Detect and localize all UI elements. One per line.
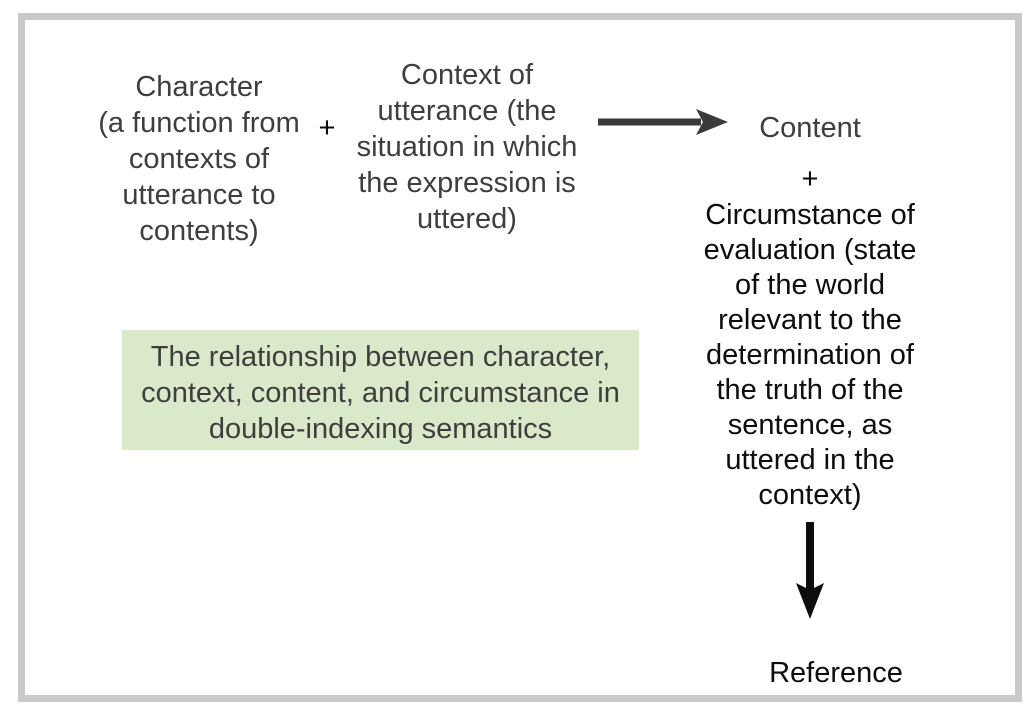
plus-operator-right: +: [801, 163, 819, 195]
down-arrow-icon: [796, 522, 824, 619]
content-label: Content: [759, 112, 861, 144]
right-arrow-icon: [598, 109, 728, 135]
caption-text: The relationship between character,conte…: [141, 341, 620, 445]
plus-operator-left: +: [318, 112, 336, 144]
caption-box: The relationship between character,conte…: [122, 330, 639, 450]
reference-label: Reference: [769, 657, 903, 689]
